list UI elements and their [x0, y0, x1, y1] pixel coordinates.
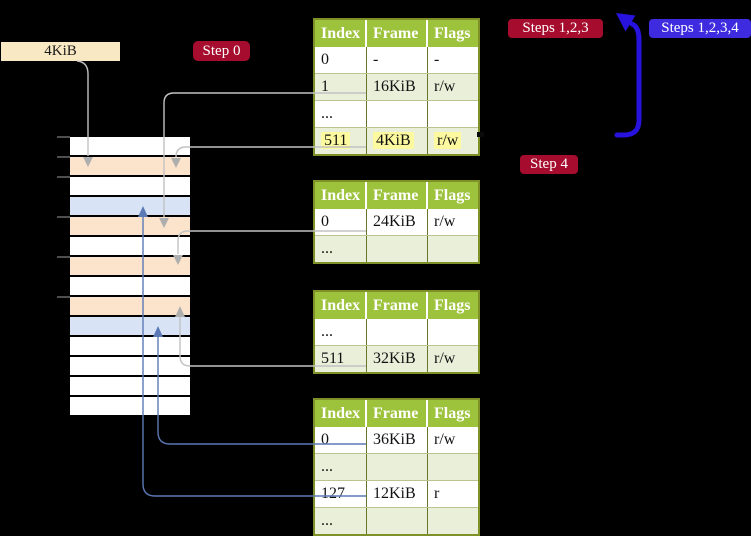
column-header-frame: Frame	[367, 20, 428, 47]
table-cell: 0	[315, 427, 367, 453]
table-row: ...	[315, 453, 478, 480]
table-row: ...	[315, 507, 478, 534]
table-cell	[367, 508, 428, 534]
table-cell: 511	[315, 128, 367, 154]
memory-tick	[57, 216, 70, 218]
column-header-frame: Frame	[367, 400, 428, 427]
table-cell	[367, 319, 428, 345]
column-header-index: Index	[315, 400, 367, 427]
column-header-index: Index	[315, 20, 367, 47]
memory-tick	[57, 296, 70, 298]
table-cell: ...	[315, 454, 367, 480]
table-cell: ...	[315, 236, 367, 262]
table-row: ...	[315, 319, 478, 345]
table-cell: ...	[315, 508, 367, 534]
memory-frame-row-white	[70, 397, 190, 415]
memory-frame-row-white	[70, 377, 190, 395]
table-cell: 1	[315, 74, 367, 100]
column-header-index: Index	[315, 292, 367, 319]
table-cell: r/w	[434, 213, 456, 230]
table-row: 511 4KiB r/w	[315, 127, 478, 154]
table-cell: ...	[315, 319, 367, 345]
memory-frame-row-white	[70, 357, 190, 375]
memory-tick	[57, 176, 70, 178]
table-cell: r/w	[434, 431, 456, 448]
table-cell: r/w	[428, 128, 478, 154]
table-cell	[367, 101, 428, 127]
memory-frame-row-white	[70, 337, 190, 355]
column-header-flags: Flags	[434, 297, 471, 314]
table-cell: 12KiB	[367, 481, 428, 507]
steps-1234-badge: Steps 1,2,3,4	[649, 19, 751, 38]
memory-frame-row-orange	[70, 297, 190, 315]
table-cell	[428, 508, 478, 534]
recursive-loop-arrow	[614, 21, 642, 138]
table-cell	[428, 236, 478, 262]
table-row: 0--	[315, 47, 478, 73]
table-cell: 16KiB	[367, 74, 428, 100]
table-cell	[367, 236, 428, 262]
table-cell: 0	[315, 47, 367, 73]
column-header-frame: Frame	[367, 182, 428, 209]
memory-frame-row-blue	[70, 197, 190, 215]
table-cell: r	[434, 485, 440, 502]
table-cell: 511	[315, 346, 367, 372]
column-header-flags: Flags	[434, 187, 471, 204]
memory-frame-row-white	[70, 277, 190, 295]
page-size-label: 4KiB	[1, 42, 120, 61]
memory-frame-row-white	[70, 237, 190, 255]
table-cell: r/w	[434, 350, 456, 367]
table-cell: -	[367, 47, 428, 73]
table-cell: 127	[315, 481, 367, 507]
highlighted-value: 4KiB	[373, 132, 414, 149]
highlighted-value: 511	[321, 132, 351, 149]
memory-frame-row-blue	[70, 317, 190, 335]
table-cell	[367, 454, 428, 480]
memory-frame-row-orange	[70, 157, 190, 175]
table-cell	[428, 454, 478, 480]
table-cell: 24KiB	[367, 209, 428, 235]
column-header-frame: Frame	[367, 292, 428, 319]
table-cell: r/w	[434, 78, 456, 95]
memory-tick	[57, 156, 70, 158]
table-cell	[428, 319, 478, 345]
memory-frame-row-orange	[70, 217, 190, 235]
memory-tick	[57, 136, 70, 138]
column-header-flags: Flags	[434, 405, 471, 422]
table-row: ...	[315, 100, 478, 127]
table-cell	[428, 101, 478, 127]
table-cell: ...	[315, 101, 367, 127]
table-cell: 36KiB	[367, 427, 428, 453]
memory-tick	[57, 256, 70, 258]
step0-badge: Step 0	[193, 41, 250, 61]
column-header-flags: Flags	[434, 25, 471, 42]
step4-badge: Step 4	[520, 155, 578, 174]
table-cell: 4KiB	[367, 128, 428, 154]
memory-frame-row-white	[70, 137, 190, 155]
steps-123-badge: Steps 1,2,3	[508, 19, 603, 38]
memory-frame-row-orange	[70, 257, 190, 275]
recursive-loop-arrowhead	[616, 13, 636, 32]
table-cell: -	[434, 51, 440, 68]
table-row: ...	[315, 235, 478, 262]
column-header-index: Index	[315, 182, 367, 209]
memory-frame-row-white	[70, 177, 190, 195]
table-cell: 0	[315, 209, 367, 235]
table-cell: 32KiB	[367, 346, 428, 372]
highlighted-value: r/w	[434, 132, 462, 149]
